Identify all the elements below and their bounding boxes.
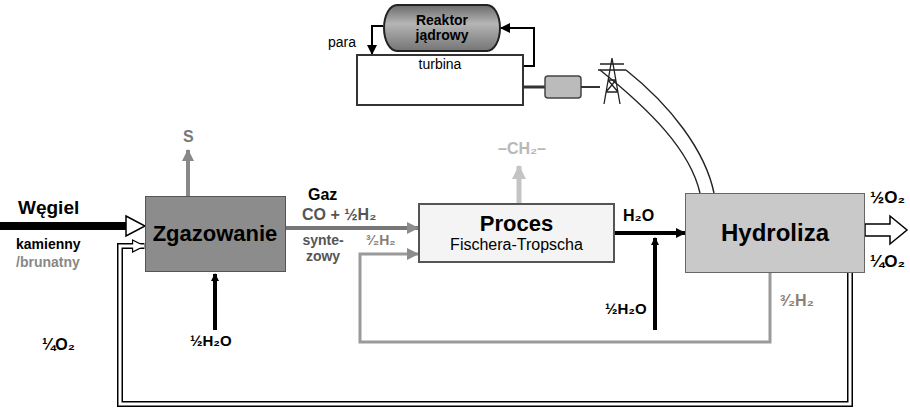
- power-wire: [600, 70, 714, 193]
- node-title: Reaktor jądrowy: [391, 13, 493, 44]
- flow-label: Węgiel: [16, 197, 81, 219]
- shaft: [524, 86, 545, 89]
- flow-label: Gaz: [306, 186, 339, 204]
- node-title: Zgazowanie: [153, 222, 278, 246]
- flow-label: ½H₂O: [188, 332, 234, 349]
- connector-line: [372, 26, 383, 54]
- water-arrow: [213, 274, 217, 330]
- sulfur-arrow: [186, 150, 190, 196]
- flow-connector: [615, 233, 685, 234]
- flow-label: ½H₂O: [603, 300, 649, 317]
- edge-label: ¼O₂: [40, 336, 77, 354]
- flow-label: S: [181, 128, 196, 146]
- process-box: ProcesFischera-Tropscha: [418, 203, 615, 263]
- process-box: Hydroliza: [685, 193, 865, 273]
- flow-label: ³⁄₂H₂: [364, 232, 398, 248]
- edge-label: para: [326, 34, 358, 50]
- flow-connector: [372, 26, 383, 54]
- node-subtitle: Fischera-Tropscha: [450, 236, 583, 254]
- cable: [581, 86, 600, 88]
- edge-label: H₂O: [621, 207, 656, 225]
- hollow-arrow: [126, 216, 145, 236]
- generator: [545, 76, 581, 98]
- flow-label: synte- zowy: [296, 232, 350, 264]
- flow-label: kamienny: [14, 236, 83, 252]
- node-title: Hydroliza: [721, 220, 829, 246]
- coal-line: [0, 222, 126, 230]
- pylon: [598, 58, 626, 104]
- hollow-arrow: [865, 216, 907, 244]
- flow-connector: [286, 228, 419, 229]
- connector-line: [286, 226, 419, 230]
- turbine-box: turbina: [356, 54, 524, 106]
- flow-label: ¼O₂: [868, 252, 907, 272]
- flow-label: ½O₂: [868, 188, 907, 208]
- edge-label: ³⁄₂H₂: [778, 292, 816, 310]
- node-title: turbina: [419, 57, 462, 72]
- node-title: Proces: [480, 212, 553, 236]
- connector-line: [615, 231, 685, 235]
- water-arrow: [653, 238, 657, 330]
- flow-label: /brunatny: [14, 254, 82, 270]
- product-arrow: [517, 166, 522, 203]
- flow-label: CO + ½H₂: [300, 206, 378, 224]
- flow-label: –CH₂–: [496, 140, 548, 158]
- reactor-cylinder: Reaktor jądrowy: [383, 4, 501, 52]
- process-box: Zgazowanie: [145, 196, 286, 272]
